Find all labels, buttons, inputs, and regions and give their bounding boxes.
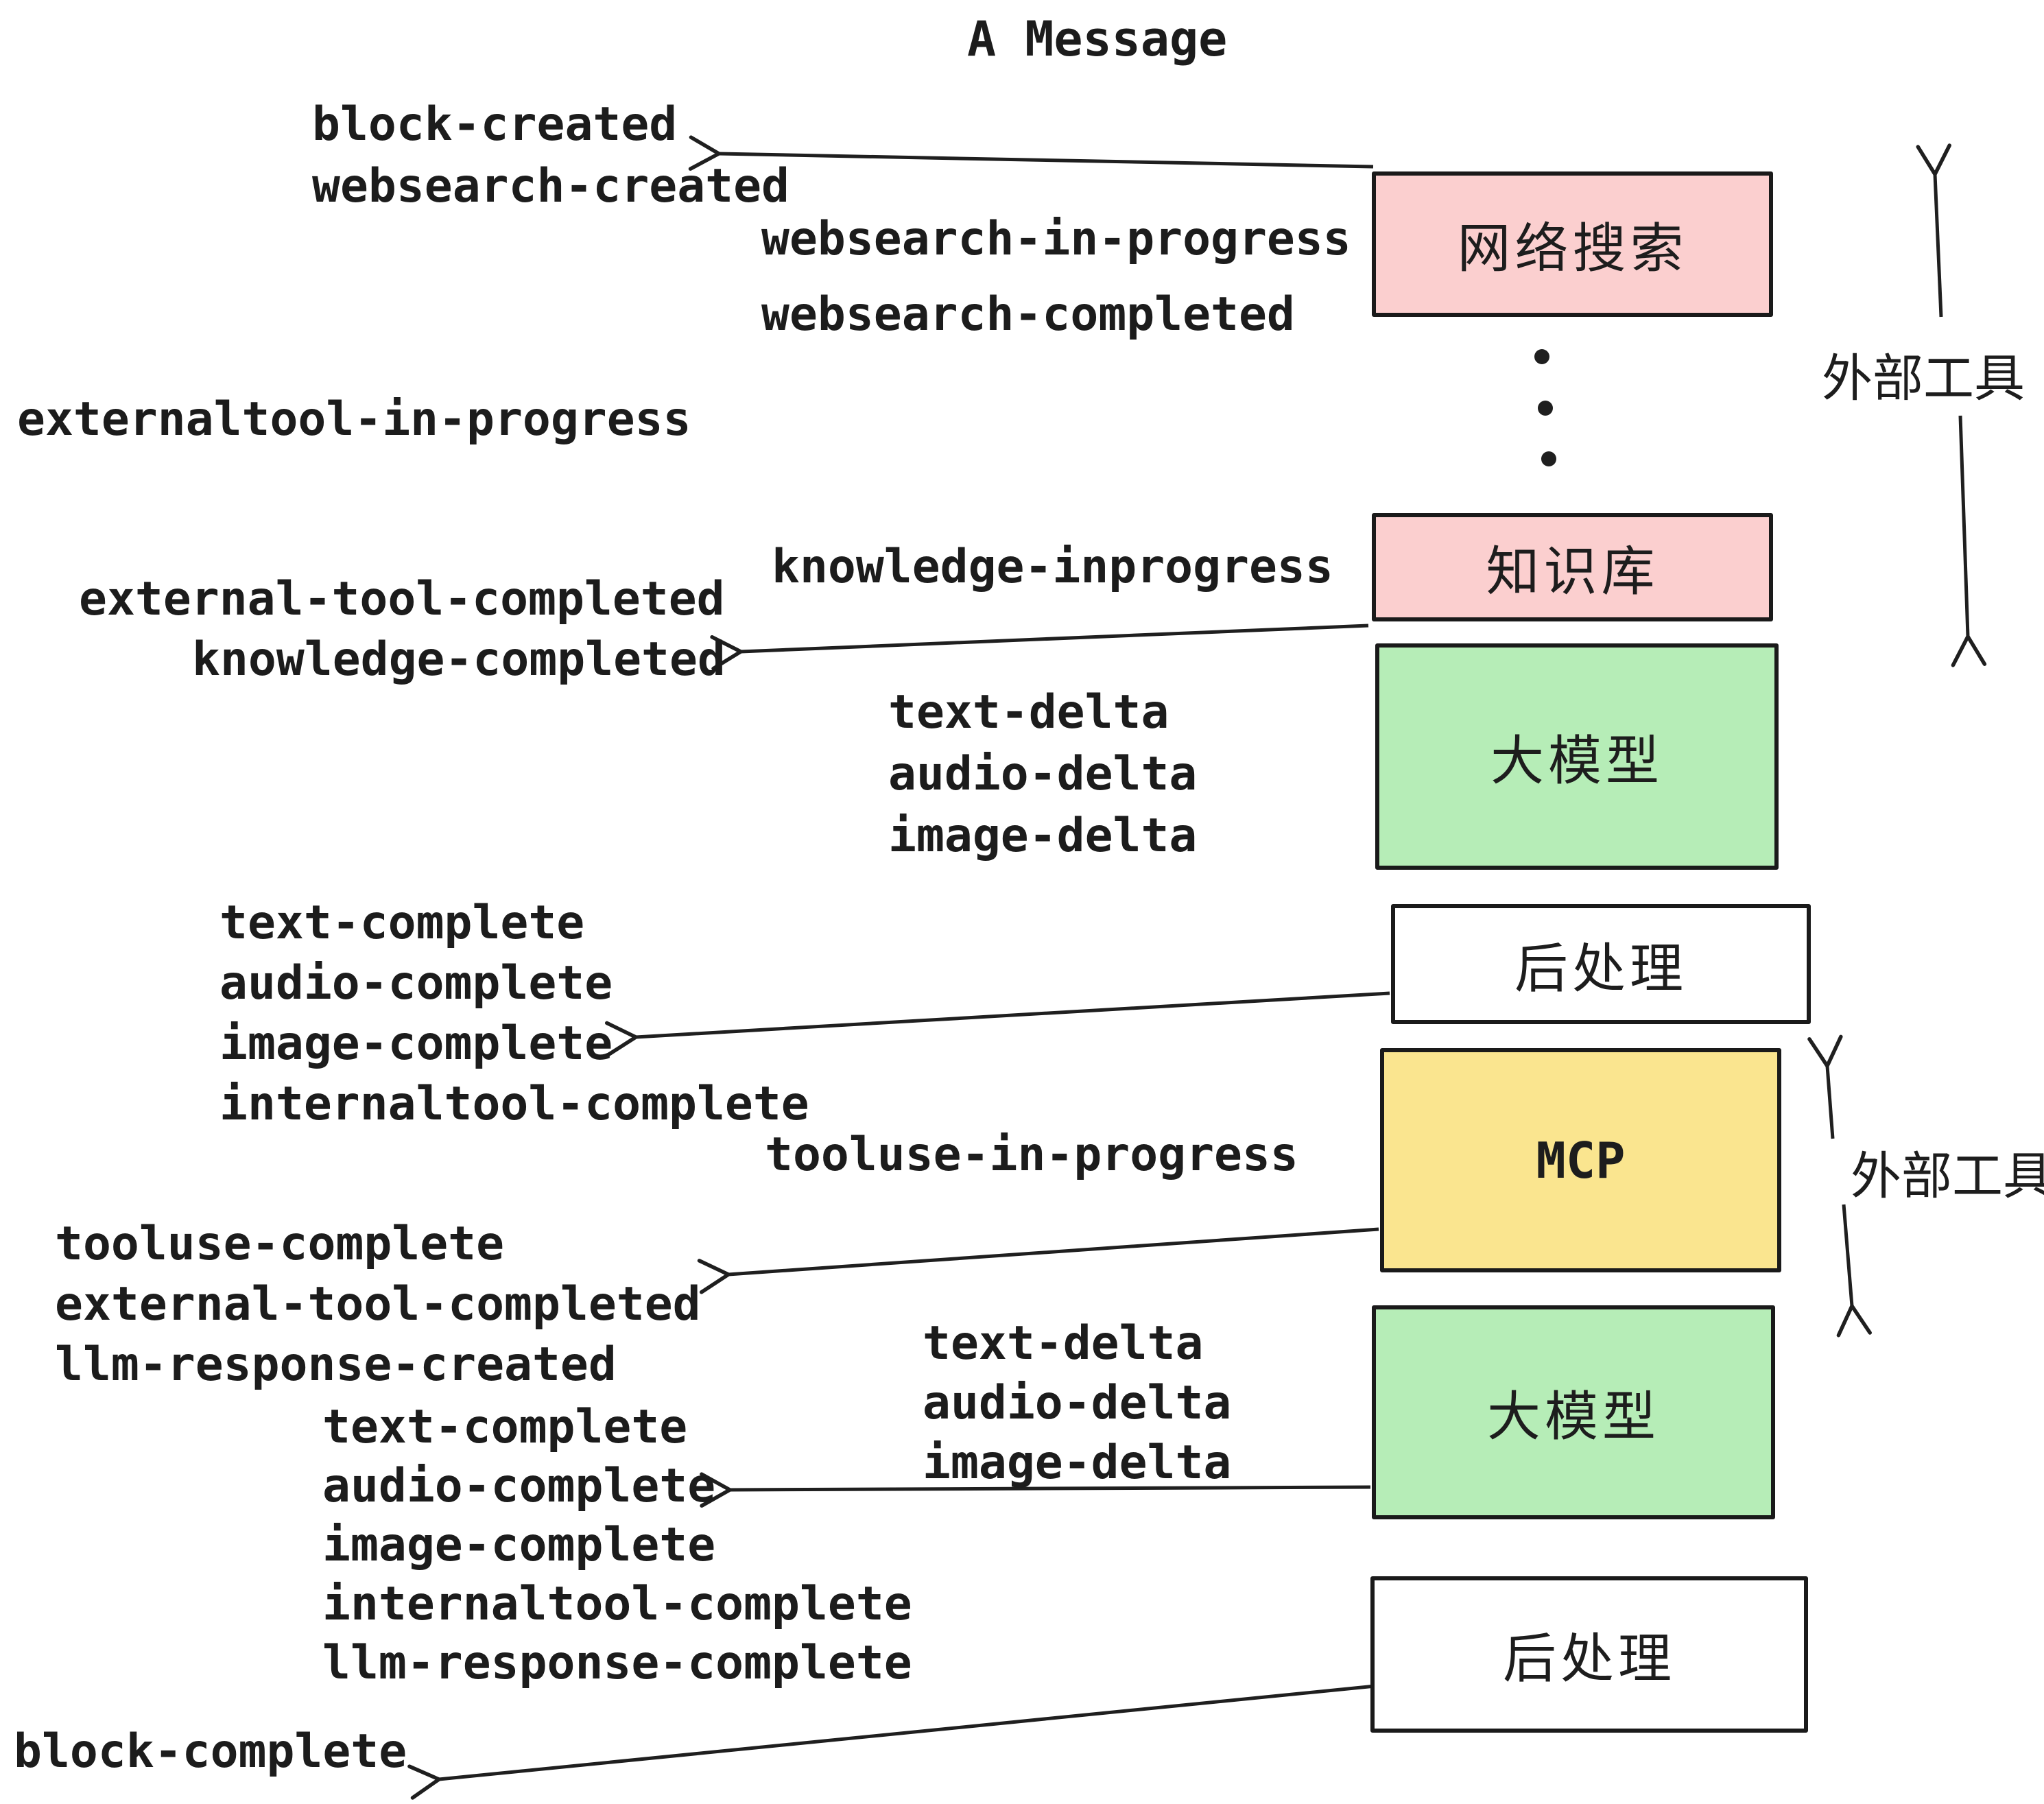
arrow-mcp-to-tooluse-events — [728, 1227, 1379, 1274]
event-label-knowledge-completed: knowledge-completed — [192, 632, 726, 687]
event-label-external-tool-completed-2: external-tool-completed — [55, 1277, 701, 1331]
event-label-external-tool-completed: external-tool-completed — [79, 572, 725, 626]
event-label-externaltool-in-progress: externaltool-in-progress — [17, 392, 691, 447]
event-label-tooluse-in-progress: tooluse-in-progress — [765, 1128, 1298, 1182]
event-label-websearch-completed: websearch-completed — [761, 287, 1295, 342]
box-postprocess-2: 后处理 — [1370, 1576, 1808, 1733]
external-tools-bottom-down-arrow — [1844, 1204, 1852, 1306]
box-postprocess-2-label: 后处理 — [1502, 1628, 1676, 1689]
box-mcp: MCP — [1380, 1048, 1781, 1272]
box-llm-2-label: 大模型 — [1486, 1386, 1660, 1447]
box-postprocess-1-label: 后处理 — [1514, 938, 1687, 999]
diagram-title: A Message — [967, 11, 1228, 67]
event-label-websearch-created: websearch-created — [312, 159, 789, 213]
box-knowledge-label: 知识库 — [1486, 541, 1659, 602]
event-label-tooluse-complete: tooluse-complete — [55, 1217, 505, 1271]
box-websearch: 网络搜索 — [1372, 171, 1773, 317]
external-tools-top-down-arrow — [1960, 415, 1968, 637]
event-label-block-created: block-created — [312, 97, 678, 152]
event-label-block-complete: block-complete — [14, 1724, 407, 1779]
event-label-text-complete-1: text-complete — [219, 896, 585, 950]
arrow-knowledge-to-completed-events — [741, 624, 1369, 652]
box-llm-1: 大模型 — [1375, 643, 1779, 870]
box-mcp-label: MCP — [1536, 1131, 1626, 1189]
box-knowledge: 知识库 — [1372, 513, 1773, 621]
event-label-internaltool-complete-1: internaltool-complete — [219, 1077, 809, 1131]
box-postprocess-1: 后处理 — [1391, 904, 1811, 1024]
event-label-audio-complete-1: audio-complete — [219, 956, 613, 1010]
event-label-knowledge-inprogress: knowledge-inprogress — [772, 540, 1333, 594]
event-label-audio-delta-1: audio-delta — [888, 747, 1198, 801]
external-tools-bottom-up-arrow — [1827, 1066, 1833, 1139]
event-label-websearch-in-progress: websearch-in-progress — [761, 212, 1351, 266]
external-tools-top-up-arrow — [1935, 174, 1941, 318]
external-tools-top-label: 外部工具 — [1822, 350, 2025, 407]
event-label-internaltool-complete-2: internaltool-complete — [322, 1577, 912, 1631]
external-tools-bottom-label: 外部工具 — [1851, 1148, 2044, 1204]
box-websearch-label: 网络搜索 — [1457, 218, 1688, 278]
box-llm-2: 大模型 — [1372, 1305, 1775, 1519]
ellipsis-dots — [1534, 349, 1556, 466]
event-label-text-delta-1: text-delta — [888, 685, 1169, 739]
event-label-image-delta-1: image-delta — [888, 809, 1198, 863]
event-label-llm-response-complete: llm-response-complete — [322, 1636, 912, 1690]
arrow-post2-to-block-complete — [439, 1684, 1376, 1779]
arrow-post1-to-complete-events — [636, 991, 1390, 1037]
event-label-audio-delta-2: audio-delta — [923, 1376, 1232, 1430]
event-label-image-complete-1: image-complete — [219, 1017, 613, 1071]
event-label-llm-response-created: llm-response-created — [55, 1338, 617, 1392]
arrow-websearch-to-created-events — [719, 154, 1374, 167]
box-llm-1-label: 大模型 — [1490, 731, 1663, 791]
event-label-text-delta-2: text-delta — [923, 1316, 1204, 1370]
event-label-image-complete-2: image-complete — [322, 1518, 716, 1572]
event-label-audio-complete-2: audio-complete — [322, 1459, 716, 1513]
event-label-text-complete-2: text-complete — [322, 1400, 688, 1454]
event-label-image-delta-2: image-delta — [923, 1436, 1232, 1490]
